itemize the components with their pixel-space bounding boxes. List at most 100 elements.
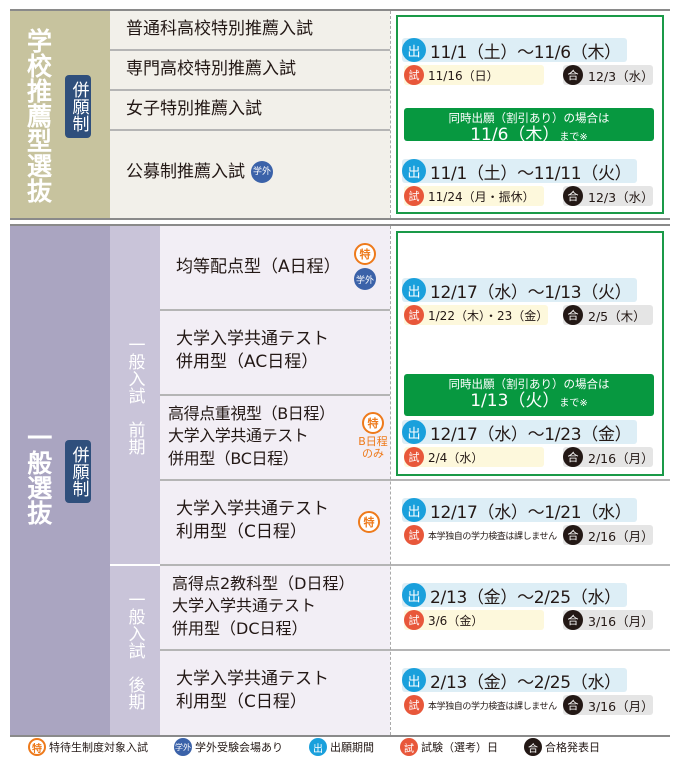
application-icon: 出: [402, 38, 426, 62]
exam-icon: 試: [404, 305, 424, 325]
application-icon: 出: [402, 159, 426, 183]
application-period: 12/17（水）〜1/13（火）: [430, 282, 632, 303]
banner-suffix: まで※: [559, 398, 588, 410]
category-title: 一般選抜: [23, 425, 53, 525]
result-icon: 合: [524, 738, 542, 756]
application-period: 12/17（水）〜1/23（金）: [430, 424, 632, 445]
exam-icon: 試: [400, 738, 418, 756]
scholarship-icon: 特: [358, 511, 380, 533]
result-date: 3/16（月）: [588, 613, 654, 629]
divider: [10, 224, 670, 226]
exam-icon: 試: [404, 186, 424, 206]
heigan-badge: 併願制: [65, 440, 91, 503]
application-icon: 出: [309, 738, 327, 756]
banner-text: 同時出願（割引あり）の場合は: [448, 377, 610, 391]
result-date: 12/3（水）: [588, 189, 654, 205]
program-line: 利用型（C日程）: [176, 521, 307, 542]
program-name: 大学入学共通テスト 利用型（C日程）: [176, 498, 329, 544]
program-line: 大学入学共通テスト: [172, 596, 317, 616]
application-period: 2/13（金）〜2/25（水）: [430, 587, 621, 608]
program-line: 大学入学共通テスト: [176, 329, 329, 349]
program-line: 高得点重視型（B日程）: [168, 404, 335, 423]
program-line: 大学入学共通テスト: [168, 426, 309, 446]
result-date: 2/16（月）: [588, 450, 654, 466]
divider: [390, 226, 391, 735]
exam-date: 11/16（日）: [428, 68, 499, 83]
exam-date: 3/6（金）: [428, 613, 484, 628]
exam-date: 1/22（木）・23（金）: [428, 308, 549, 323]
result-date: 3/16（月）: [588, 698, 654, 714]
legend-item: 出出願期間: [309, 738, 374, 756]
application-icon: 出: [402, 668, 426, 692]
subcategory-column: [110, 226, 160, 735]
application-period: 2/13（金）〜2/25（水）: [430, 672, 621, 693]
result-icon: 合: [563, 447, 583, 467]
program-name: 均等配点型（A日程）: [176, 257, 341, 277]
heigan-badge: 併願制: [65, 75, 91, 138]
program-name: 大学入学共通テスト 利用型（C日程）: [176, 668, 329, 714]
result-icon: 合: [563, 695, 583, 715]
exam-icon: 試: [404, 695, 424, 715]
result-date: 2/5（木）: [588, 308, 646, 324]
exam-date: 本学独自の学力検査は課しません: [428, 701, 557, 712]
result-date: 2/16（月）: [588, 528, 654, 544]
banner-suffix: まで※: [559, 132, 588, 144]
exam-icon: 試: [404, 525, 424, 545]
subcategory-kouki: 一般入試 後期: [124, 591, 145, 710]
off-campus-icon: 学外: [354, 268, 376, 290]
program-column: [110, 11, 390, 218]
divider: [10, 218, 670, 220]
result-icon: 合: [563, 65, 583, 85]
program-name: 専門高校特別推薦入試: [126, 59, 296, 79]
result-date: 12/3（水）: [588, 68, 654, 84]
exam-icon: 試: [404, 65, 424, 85]
category-cell: [10, 226, 110, 735]
program-line: 併用型（BC日程）: [168, 448, 299, 468]
program-name: 高得点重視型（B日程） 大学入学共通テスト 併用型（BC日程）: [168, 403, 335, 470]
application-icon: 出: [402, 420, 426, 444]
subcategory-zenki: 一般入試 前期: [124, 336, 145, 455]
legend-label: 合格発表日: [545, 741, 600, 754]
application-icon: 出: [402, 278, 426, 302]
category-title: 学校推薦型選抜: [23, 27, 53, 203]
banner-text: 同時出願（割引あり）の場合は: [448, 111, 610, 125]
result-icon: 合: [563, 610, 583, 630]
application-period: 11/1（土）〜11/11（火）: [430, 163, 632, 184]
legend-item: 学外学外受験会場あり: [174, 738, 283, 756]
program-line: 併用型（AC日程）: [176, 351, 319, 372]
program-name: 大学入学共通テスト 併用型（AC日程）: [176, 328, 329, 374]
application-icon: 出: [402, 498, 426, 522]
program-line: 大学入学共通テスト: [176, 499, 329, 519]
banner-date: 1/13（火）: [470, 391, 560, 412]
program-name: 高得点2教科型（D日程） 大学入学共通テスト 併用型（DC日程）: [172, 573, 355, 640]
program-line: 利用型（C日程）: [176, 691, 307, 712]
result-icon: 合: [563, 525, 583, 545]
legend: 特特待生制度対象入試 学外学外受験会場あり 出出願期間 試試験（選考）日 合合格…: [28, 738, 626, 756]
application-icon: 出: [402, 583, 426, 607]
program-icons: 特 B日程のみ: [357, 412, 389, 460]
exam-date: 11/24（月・振休）: [428, 189, 535, 204]
scholarship-icon: 特: [362, 412, 384, 434]
scholarship-note: B日程のみ: [358, 435, 388, 461]
concurrent-banner: 同時出願（割引あり）の場合は 11/6（木）まで※: [404, 108, 654, 145]
divider: [10, 735, 670, 737]
program-row: 公募制推薦入試 学外: [126, 161, 273, 184]
exam-icon: 試: [404, 610, 424, 630]
legend-label: 学外受験会場あり: [195, 741, 283, 754]
application-period: 11/1（土）〜11/6（木）: [430, 42, 621, 63]
divider: [390, 11, 391, 218]
legend-label: 特待生制度対象入試: [49, 741, 148, 754]
program-name: 女子特別推薦入試: [126, 99, 262, 119]
program-line: 大学入学共通テスト: [176, 669, 329, 689]
program-name: 公募制推薦入試: [126, 162, 245, 182]
legend-item: 特特待生制度対象入試: [28, 738, 148, 756]
exam-date: 本学独自の学力検査は課しません: [428, 531, 557, 542]
program-name: 普通科高校特別推薦入試: [126, 19, 313, 39]
legend-label: 試験（選考）日: [421, 741, 498, 754]
